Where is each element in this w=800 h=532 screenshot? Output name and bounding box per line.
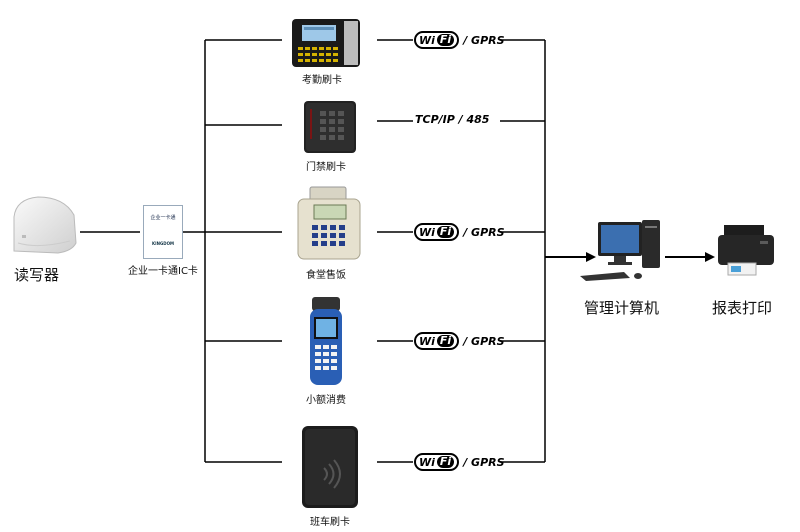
device-access [302, 99, 358, 159]
device-label-attendance: 考勤刷卡 [302, 75, 342, 86]
printer-icon [718, 225, 774, 276]
card-face-brand: KINGDOM [152, 241, 174, 246]
bus-card-reader-icon [302, 426, 358, 508]
ic-card: 企业一卡通 KINGDOM [143, 205, 183, 259]
canteen-pos-icon [297, 186, 361, 260]
computer-label: 管理计算机 [584, 299, 660, 317]
report-printer [716, 223, 776, 281]
attendance-terminal-icon [292, 19, 360, 67]
card-label: 企业一卡通IC卡 [128, 266, 198, 277]
handheld-pos-icon [310, 297, 342, 385]
computer-icon [580, 220, 660, 281]
device-handheld [306, 297, 346, 391]
device-attendance [290, 17, 362, 73]
access-control-reader-icon [304, 101, 356, 153]
device-label-canteen: 食堂售饭 [306, 270, 346, 281]
management-computer [578, 218, 664, 286]
device-label-handheld: 小额消费 [306, 395, 346, 406]
device-label-bus: 班车刷卡 [310, 517, 350, 528]
card-reader-icon [13, 196, 77, 254]
reader-device [8, 193, 78, 255]
device-canteen [296, 185, 362, 265]
reader-label: 读写器 [14, 266, 60, 284]
printer-label: 报表打印 [712, 299, 773, 317]
card-face-top: 企业一卡通 [150, 215, 176, 221]
device-bus [300, 424, 360, 514]
device-label-access: 门禁刷卡 [306, 162, 346, 173]
protocol-tcpip-485: TCP/IP / 485 [415, 113, 490, 126]
